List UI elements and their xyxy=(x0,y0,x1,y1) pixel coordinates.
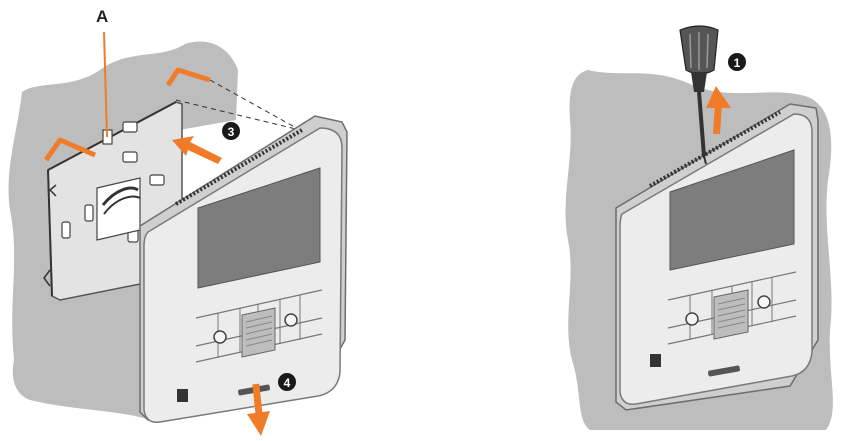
svg-text:4: 4 xyxy=(284,376,291,390)
side-icon-right xyxy=(650,354,661,367)
speaker-grille-right xyxy=(714,290,748,339)
svg-text:1: 1 xyxy=(734,56,741,70)
label-a: A xyxy=(96,7,108,26)
step-1-badge: 1 xyxy=(728,53,746,71)
right-figure: 1 xyxy=(565,26,832,430)
left-figure: A 3 4 xyxy=(9,7,347,436)
step-3-badge: 3 xyxy=(222,122,240,140)
svg-text:3: 3 xyxy=(228,125,235,139)
side-icon-left xyxy=(177,389,188,402)
speaker-grille xyxy=(242,308,275,357)
step-4-badge: 4 xyxy=(278,373,296,391)
